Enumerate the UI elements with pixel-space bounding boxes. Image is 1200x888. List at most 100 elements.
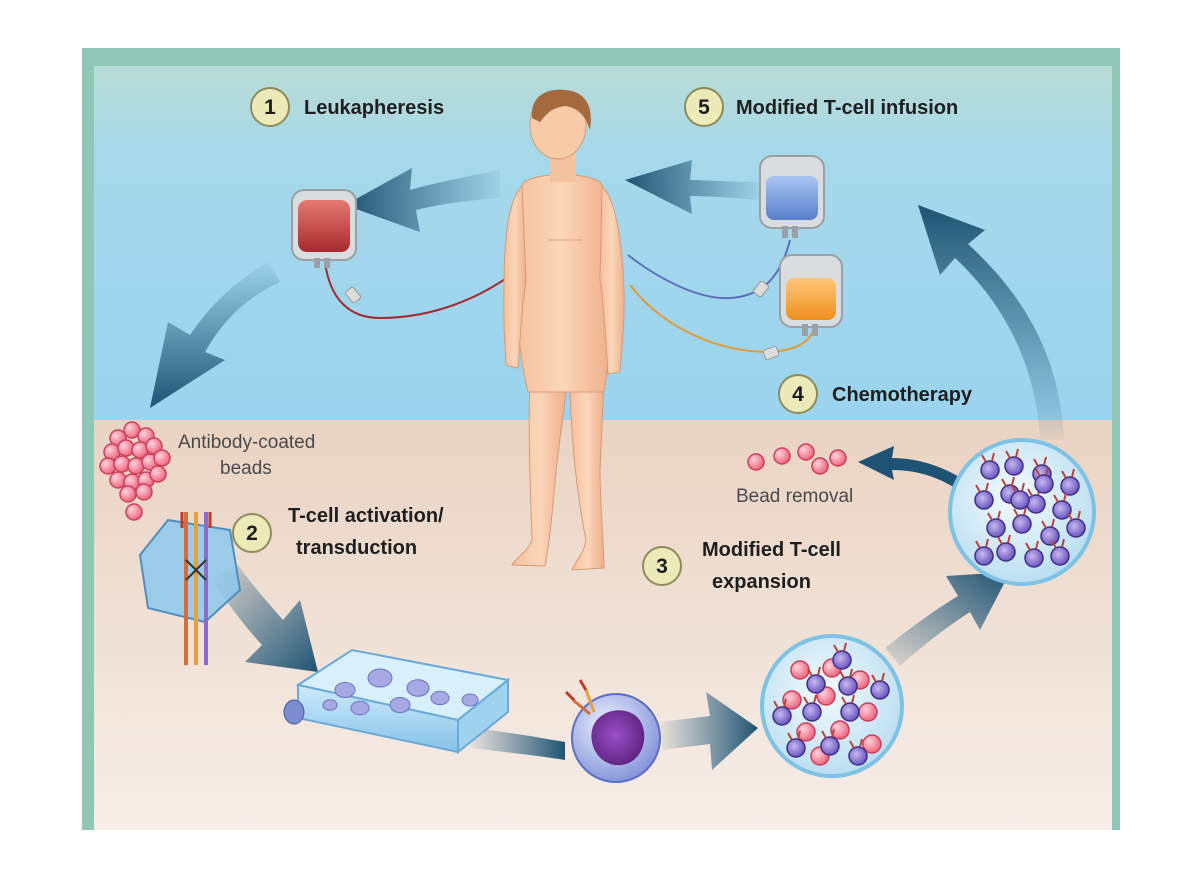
bead xyxy=(773,447,791,465)
antibody-beads-caption-line2: beads xyxy=(220,458,272,479)
tcell xyxy=(1040,526,1060,546)
receptor-mark xyxy=(841,694,855,705)
bead-removal-caption: Bead removal xyxy=(736,486,853,507)
car-receptor-icon xyxy=(564,679,596,716)
bead xyxy=(119,485,137,503)
bead xyxy=(790,660,810,680)
step-label-line2: expansion xyxy=(712,571,811,593)
receptor-mark xyxy=(1051,538,1065,549)
modified-tcell xyxy=(564,679,661,783)
tcell xyxy=(840,702,860,722)
arrow-bead-removal xyxy=(858,446,975,496)
step-badge xyxy=(684,87,724,127)
tcell xyxy=(996,542,1016,562)
receptor-mark xyxy=(803,694,817,705)
step-label: Chemotherapy xyxy=(832,384,973,406)
receptor-mark xyxy=(833,642,847,653)
cultured-cell xyxy=(350,700,370,716)
step-label-line1: T-cell activation/ xyxy=(288,505,444,527)
tcell xyxy=(832,650,852,670)
arrow-leukapheresis-out xyxy=(345,168,500,232)
expansion-circle xyxy=(760,634,904,778)
bead xyxy=(145,437,163,455)
bead xyxy=(858,702,878,722)
receptor-mark xyxy=(1067,510,1081,521)
cultured-cell xyxy=(461,693,479,707)
tcell xyxy=(986,518,1006,538)
bead xyxy=(797,443,815,461)
receptor-mark xyxy=(773,698,787,709)
tcell xyxy=(1010,490,1030,510)
receptor-mark xyxy=(1025,540,1039,551)
step-label: Modified T-cell infusion xyxy=(736,97,958,119)
step-number: 5 xyxy=(698,96,710,119)
step-number: 1 xyxy=(264,96,276,119)
bead xyxy=(830,720,850,740)
receptor-mark xyxy=(871,672,885,683)
receptor-mark xyxy=(987,510,1001,521)
receptor-mark xyxy=(1013,506,1027,517)
bead xyxy=(796,722,816,742)
arrow-to-beads xyxy=(150,262,280,408)
step-label: Leukapheresis xyxy=(304,97,444,119)
cultured-cell xyxy=(367,668,393,688)
tcell xyxy=(820,736,840,756)
tcell xyxy=(1066,518,1086,538)
receptor-mark xyxy=(1001,476,1015,487)
tcell xyxy=(974,490,994,510)
tcell xyxy=(1004,456,1024,476)
bead xyxy=(811,457,829,475)
arrow-cell-to-expansion xyxy=(660,692,758,770)
step-badge xyxy=(232,513,272,553)
receptor-mark xyxy=(997,534,1011,545)
tcell xyxy=(1060,476,1080,496)
step-label-line1: Modified T-cell xyxy=(702,539,841,561)
antibody-beads-caption-line1: Antibody-coated xyxy=(178,432,315,453)
step-3-tcell-expansion: 3 Modified T-cell expansion xyxy=(642,539,841,593)
bead-removal-circle xyxy=(948,438,1096,586)
receptor-mark xyxy=(1053,492,1067,503)
step-4-chemotherapy: 4 Chemotherapy xyxy=(778,374,973,414)
bead xyxy=(153,449,171,467)
bead xyxy=(125,503,143,521)
receptor-mark xyxy=(821,728,835,739)
removed-beads xyxy=(747,443,847,475)
receptor-mark xyxy=(839,668,853,679)
cultured-cell xyxy=(322,699,338,711)
step-badge xyxy=(250,87,290,127)
tcell xyxy=(980,460,1000,480)
receptor-mark xyxy=(1033,456,1047,467)
step-badge xyxy=(778,374,818,414)
bead xyxy=(747,453,765,471)
bead xyxy=(149,465,167,483)
process-arrows xyxy=(150,160,1064,770)
blood-tube xyxy=(324,261,521,320)
cultured-cell xyxy=(406,679,430,697)
tcell xyxy=(1050,546,1070,566)
tcell xyxy=(1052,500,1072,520)
step-number: 3 xyxy=(656,555,668,578)
iv-tubing xyxy=(324,239,816,361)
tcell xyxy=(806,674,826,694)
receptor-mark xyxy=(1035,466,1049,477)
tcell xyxy=(802,702,822,722)
step-number: 4 xyxy=(792,383,804,406)
cultured-cell xyxy=(430,690,450,706)
patient-figure xyxy=(503,89,625,571)
tcell xyxy=(838,676,858,696)
receptor-mark xyxy=(787,730,801,741)
tube-clamp-3 xyxy=(762,345,780,361)
bead xyxy=(862,734,882,754)
tcell xyxy=(870,680,890,700)
arrow-to-infusion-bags xyxy=(918,205,1064,440)
receptor-mark xyxy=(849,738,863,749)
tcell xyxy=(1034,474,1054,494)
step-badge xyxy=(642,546,682,586)
bead xyxy=(135,483,153,501)
tube-clamp-1 xyxy=(344,286,362,304)
receptor-mark xyxy=(1005,448,1019,459)
infusion-tube xyxy=(627,239,791,300)
receptor-mark xyxy=(1041,518,1055,529)
step-5-modified-tcell-infusion: 5 Modified T-cell infusion xyxy=(684,87,958,127)
